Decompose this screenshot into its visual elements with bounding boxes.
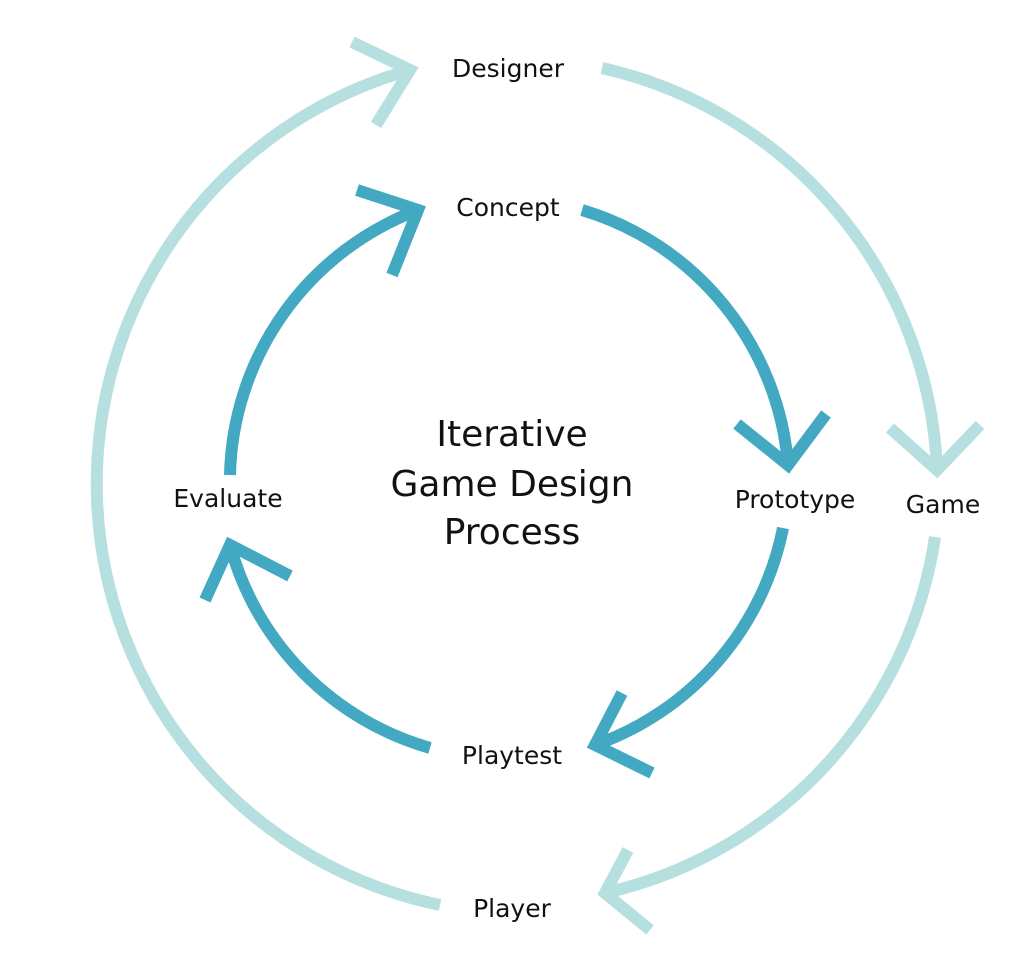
arc-concept-to-prototype [580, 204, 794, 466]
outer-cycle [90, 36, 985, 935]
arc-game-to-player [603, 536, 941, 899]
node-prototype: Prototype [735, 485, 856, 514]
arc-playtest-to-evaluate [224, 543, 432, 754]
arrowhead-concept-icon [355, 184, 426, 278]
arrowhead-playtest-icon [586, 690, 655, 779]
node-evaluate: Evaluate [173, 484, 282, 513]
inner-cycle [199, 184, 831, 779]
node-player: Player [473, 894, 552, 923]
center-title: Iterative Game Design Process [391, 414, 634, 553]
arrowhead-designer-icon [349, 36, 419, 129]
arc-prototype-to-playtest [593, 526, 789, 751]
title-line: Game Design [391, 464, 634, 505]
arrowhead-player-icon [597, 847, 654, 935]
arc-player-to-designer [90, 64, 442, 911]
arc-designer-to-game [600, 62, 943, 471]
title-line: Iterative [436, 414, 587, 455]
node-playtest: Playtest [462, 741, 562, 770]
arrowhead-evaluate-icon [199, 536, 293, 603]
arc-evaluate-to-concept [224, 204, 421, 476]
node-game: Game [906, 490, 980, 519]
node-concept: Concept [456, 193, 560, 222]
arrowhead-game-icon [886, 420, 985, 479]
title-line: Process [444, 512, 581, 553]
arrowhead-prototype-icon [733, 410, 831, 474]
node-designer: Designer [452, 54, 565, 83]
